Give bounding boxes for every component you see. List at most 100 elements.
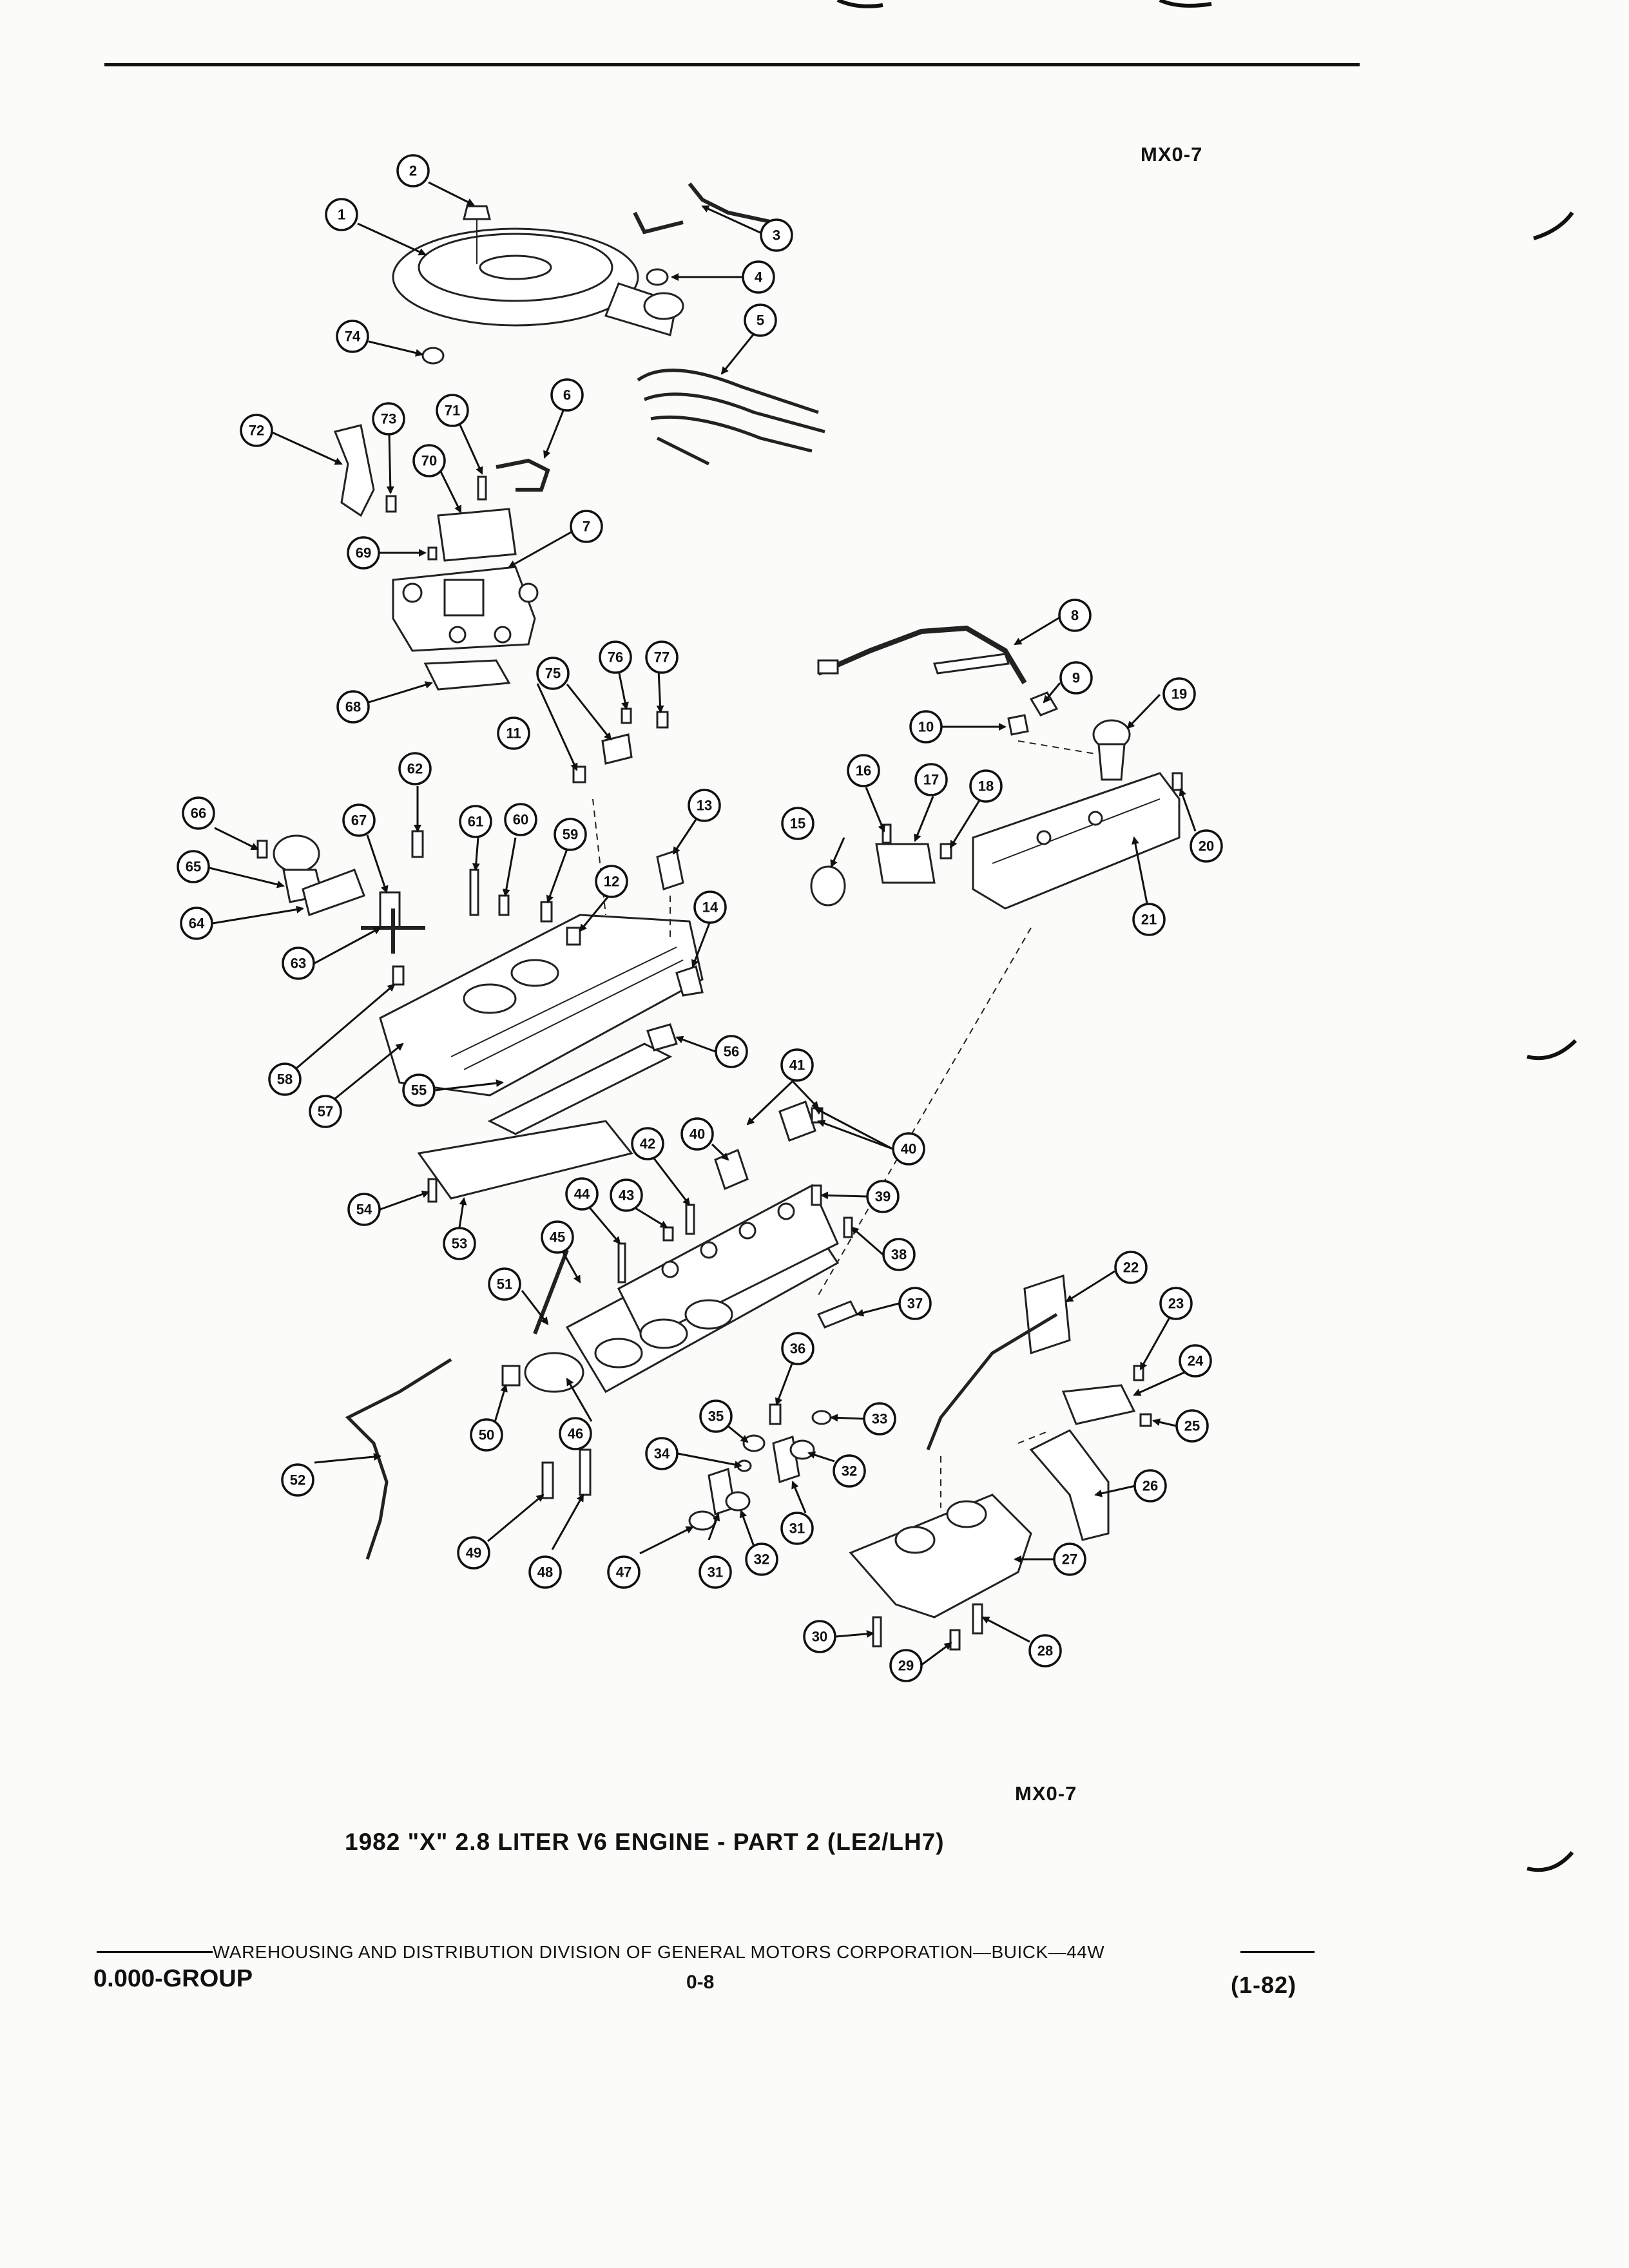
bolt-18	[940, 843, 952, 860]
callout-label: 60	[513, 812, 528, 828]
callout-68: 68	[336, 690, 370, 724]
bolt-20	[1171, 772, 1183, 791]
callout-51: 51	[488, 1267, 521, 1301]
keeper-33	[811, 1410, 832, 1425]
callout-label: 67	[351, 812, 367, 829]
callout-13: 13	[688, 789, 721, 822]
bolt-66	[256, 840, 268, 859]
callout-label: 11	[506, 726, 521, 742]
callout-label: 29	[898, 1658, 914, 1674]
bolt-28	[972, 1603, 983, 1635]
callout-20: 20	[1190, 829, 1223, 863]
grommet-10	[1007, 714, 1029, 736]
callout-55: 55	[402, 1073, 436, 1107]
callout-label: 68	[345, 699, 361, 715]
bracket-24	[1061, 1384, 1136, 1425]
callout-label: 41	[789, 1057, 805, 1073]
callout-67: 67	[342, 803, 376, 837]
callout-2: 2	[396, 154, 430, 187]
callout-label: 14	[702, 899, 718, 916]
callout-label: 15	[790, 816, 805, 832]
oil-fill-cap	[1092, 719, 1131, 781]
callout-70: 70	[412, 444, 446, 477]
callout-48: 48	[528, 1555, 562, 1589]
callout-57: 57	[309, 1095, 342, 1128]
callout-label: 17	[923, 772, 939, 788]
callout-36: 36	[781, 1332, 815, 1365]
callout-label: 25	[1184, 1418, 1200, 1434]
grommet	[646, 268, 669, 286]
stud-71	[477, 476, 487, 501]
valley-cover-gasket	[417, 1120, 633, 1200]
callout-label: 59	[563, 827, 578, 843]
nut-74	[421, 347, 445, 365]
egr-valve	[273, 834, 365, 916]
callout-69: 69	[347, 536, 380, 570]
callout-label: 7	[583, 519, 590, 535]
callout-27: 27	[1053, 1542, 1086, 1576]
callout-label: 27	[1062, 1552, 1077, 1568]
callout-3: 3	[760, 218, 793, 252]
callout-60: 60	[504, 803, 537, 836]
bolt-58	[392, 965, 405, 986]
callout-label: 6	[563, 387, 571, 403]
callout-11: 11	[497, 716, 530, 750]
callout-7: 7	[570, 510, 603, 543]
intake-manifold	[379, 914, 704, 1097]
callout-label: 57	[318, 1104, 333, 1120]
bolt-59	[540, 901, 553, 923]
figure-caption: 1982 "X" 2.8 LITER V6 ENGINE - PART 2 (L…	[345, 1829, 945, 1855]
callout-24: 24	[1179, 1344, 1212, 1378]
callout-label: 3	[773, 227, 780, 244]
stud-38	[843, 1216, 853, 1238]
callout-28: 28	[1028, 1634, 1062, 1667]
footer-rule-left	[97, 1951, 213, 1953]
callout-label: 2	[409, 163, 417, 179]
callout-label: 39	[875, 1189, 891, 1205]
cap-32a	[725, 1491, 751, 1512]
spark-plug-37	[816, 1300, 859, 1329]
callout-35: 35	[699, 1399, 733, 1433]
callout-26: 26	[1133, 1469, 1167, 1503]
callout-44: 44	[565, 1177, 599, 1211]
callout-66: 66	[182, 796, 215, 830]
callout-30: 30	[803, 1620, 836, 1653]
callout-label: 36	[790, 1341, 805, 1357]
bolt-39	[811, 1184, 822, 1206]
callout-4: 4	[742, 260, 775, 294]
callout-label: 24	[1188, 1353, 1204, 1369]
callout-34: 34	[645, 1437, 679, 1470]
callout-31a: 31	[780, 1512, 814, 1545]
callout-25: 25	[1175, 1409, 1209, 1443]
callout-label: 22	[1123, 1260, 1139, 1276]
pcv-hose	[633, 182, 774, 235]
air-cleaner	[392, 213, 684, 336]
callout-label: 18	[978, 778, 994, 794]
fitting-77	[656, 711, 669, 729]
callout-label: 55	[411, 1082, 427, 1099]
throttle-bracket	[333, 424, 375, 517]
callout-9: 9	[1059, 661, 1093, 695]
gasket-bore-46	[524, 1352, 584, 1393]
callout-59: 59	[554, 818, 587, 851]
rocker-arm-40a	[714, 1148, 749, 1191]
callout-label: 40	[689, 1126, 705, 1142]
callout-74: 74	[336, 320, 369, 353]
carburetor	[392, 508, 539, 652]
callout-label: 33	[872, 1411, 887, 1427]
callout-10: 10	[909, 710, 943, 744]
callout-38: 38	[882, 1238, 916, 1271]
callout-62: 62	[398, 752, 432, 785]
callout-40b: 40	[892, 1132, 925, 1166]
callout-label: 77	[654, 649, 670, 666]
callout-label: 62	[407, 761, 423, 777]
intake-gasket-55	[487, 1043, 673, 1135]
callout-56: 56	[715, 1035, 748, 1068]
fitting-11	[572, 765, 586, 783]
hose-6	[496, 458, 550, 492]
callout-label: 9	[1072, 670, 1080, 686]
vent-tube	[817, 625, 1027, 685]
callout-65: 65	[177, 850, 210, 883]
callout-29: 29	[889, 1649, 923, 1682]
callout-label: 1	[338, 207, 345, 223]
